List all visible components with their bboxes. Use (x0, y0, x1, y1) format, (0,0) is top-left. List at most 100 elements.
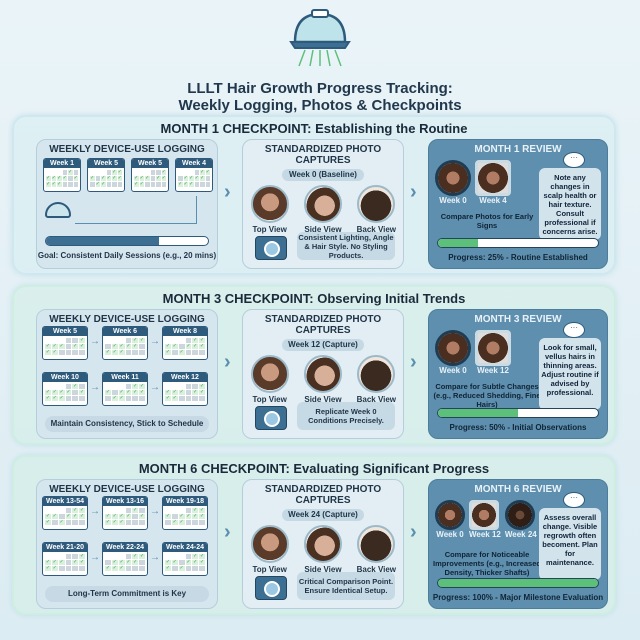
day-cell (205, 182, 210, 187)
compare-text: Compare for Noticeable Improvements (e.g… (433, 550, 541, 577)
day-cell (165, 384, 171, 389)
day-cell: ✓ (199, 513, 205, 519)
day-cell: ✓ (117, 175, 122, 181)
day-cell: ✓ (79, 553, 85, 559)
day-cell (134, 170, 139, 175)
week-label: Week 21-20 (43, 543, 87, 552)
day-cell: ✓ (192, 559, 199, 565)
day-cell: ✓ (132, 343, 139, 349)
day-cell: ✓ (118, 349, 125, 355)
top-view-photo: Top View (247, 355, 293, 404)
day-cell (156, 170, 161, 175)
day-cell (178, 554, 185, 559)
day-cell: ✓ (185, 343, 192, 349)
review-photo-label: Week 24 (504, 530, 537, 539)
day-cell (111, 508, 118, 513)
day-cell (200, 182, 205, 187)
day-cell: ✓ (57, 175, 62, 181)
day-cell (45, 508, 51, 513)
review-note: Look for small, vellus hairs in thinning… (539, 338, 601, 410)
review-progress-bar (437, 578, 599, 588)
arrow-right-icon: → (150, 336, 160, 347)
day-cell (150, 182, 155, 187)
day-cell (178, 396, 185, 401)
day-cell: ✓ (90, 175, 95, 181)
day-cell: ✓ (117, 169, 122, 175)
day-cell: ✓ (72, 513, 79, 519)
day-cell: ✓ (178, 519, 185, 525)
panel-title: WEEKLY DEVICE-USE LOGGING (49, 314, 205, 325)
day-cell: ✓ (58, 343, 65, 349)
day-cell (185, 396, 192, 401)
day-cell (185, 338, 192, 343)
week-calendar: Week 12✓✓✓✓✓✓✓✓ (162, 372, 208, 406)
day-cell (185, 520, 192, 525)
day-cell (65, 396, 72, 401)
week-label: Week 12 (163, 373, 207, 382)
week-calendar: Week 8✓✓✓✓✓✓✓✓✓ (162, 326, 208, 360)
day-cell (65, 338, 72, 343)
day-cell (72, 390, 79, 395)
day-cell (58, 566, 65, 571)
review-photo: Week 0 (435, 500, 465, 539)
day-cell (125, 338, 132, 343)
day-cell: ✓ (139, 383, 145, 389)
view-label: Side View (304, 395, 342, 404)
day-cell (65, 350, 72, 355)
day-cell: ✓ (51, 513, 58, 519)
day-cell (79, 384, 85, 389)
review-photo-label: Week 0 (436, 530, 464, 539)
day-cell: ✓ (165, 559, 171, 565)
day-cell (65, 566, 72, 571)
arrow-right-icon: → (150, 552, 160, 563)
day-cell (139, 566, 145, 571)
day-cell: ✓ (58, 389, 65, 395)
day-cell (68, 176, 73, 181)
day-cell (171, 384, 178, 389)
chevron-right-icon: › (224, 181, 231, 203)
view-label: Top View (252, 565, 287, 574)
day-cell: ✓ (46, 181, 51, 187)
day-cell (46, 170, 51, 175)
day-cell (171, 350, 178, 355)
day-cell: ✓ (101, 175, 106, 181)
day-cell (68, 182, 73, 187)
view-label: Back View (356, 565, 397, 574)
photo-tip: Critical Comparison Point. Ensure Identi… (297, 572, 395, 600)
day-cell: ✓ (72, 343, 79, 349)
day-cell (95, 176, 100, 181)
day-cell: ✓ (45, 519, 51, 525)
day-cell: ✓ (79, 507, 85, 513)
day-cell (72, 396, 79, 401)
day-cell (171, 508, 178, 513)
review-progress-fill (438, 579, 598, 587)
day-cell (90, 182, 95, 187)
day-cell: ✓ (79, 337, 85, 343)
day-cell: ✓ (171, 389, 178, 395)
hair-photo (469, 500, 499, 530)
day-cell: ✓ (132, 553, 139, 559)
week-calendar: Week 13-16✓✓✓✓✓✓✓✓✓ (102, 496, 148, 530)
day-cell: ✓ (112, 175, 117, 181)
checkpoint-section-month-1: MONTH 1 CHECKPOINT: Establishing the Rou… (12, 115, 616, 275)
day-cell: ✓ (192, 389, 199, 395)
panel-title: STANDARDIZED PHOTO CAPTURES (264, 484, 382, 506)
review-photo: Week 0 (435, 330, 471, 375)
day-cell (72, 338, 79, 343)
day-cell: ✓ (79, 559, 85, 565)
back-view-head-image (357, 525, 396, 563)
week-label: Week 13-54 (43, 497, 87, 506)
back-view-head-image (357, 185, 396, 223)
compare-text: Compare for Subtle Changes (e.g., Reduce… (433, 382, 541, 409)
day-cell (57, 170, 62, 175)
day-cell: ✓ (132, 337, 139, 343)
panel-title: WEEKLY DEVICE-USE LOGGING (49, 144, 205, 155)
day-cell (139, 396, 145, 401)
day-cell: ✓ (178, 389, 185, 395)
chevron-right-icon: › (410, 521, 417, 543)
day-cell: ✓ (79, 389, 85, 395)
day-cell (125, 520, 132, 525)
day-cell: ✓ (45, 565, 51, 571)
day-cell (139, 344, 145, 349)
